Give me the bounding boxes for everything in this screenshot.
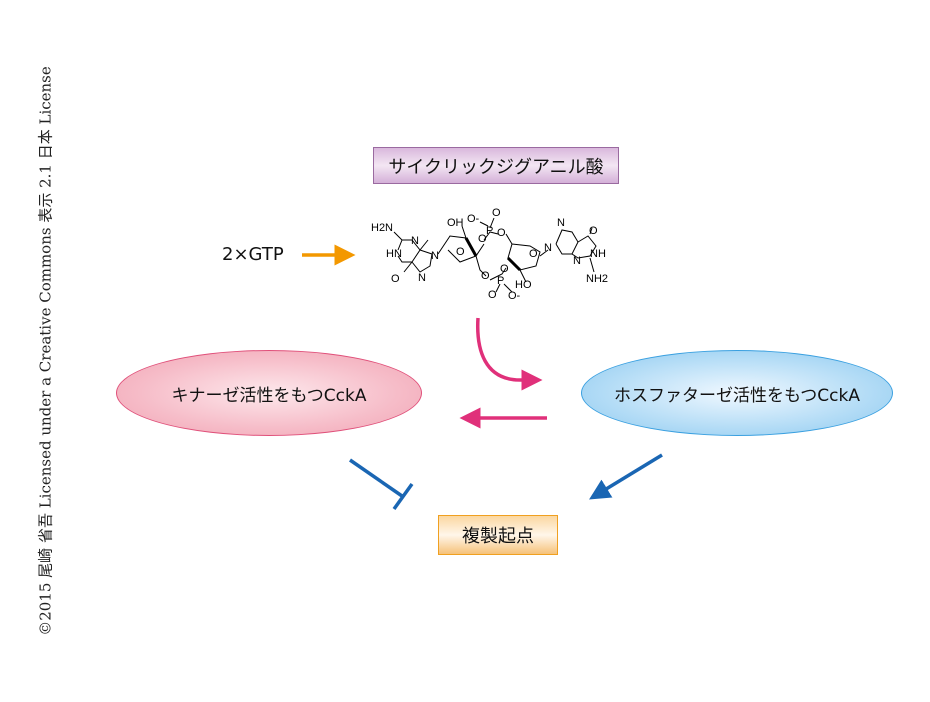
svg-text:HN: HN <box>386 248 402 260</box>
svg-text:P: P <box>486 225 493 237</box>
molecule-title-box: サイクリックジグアニル酸 <box>373 147 619 184</box>
svg-text:O: O <box>488 289 497 301</box>
kinase-cckA-node: キナーゼ活性をもつCckA <box>116 350 422 436</box>
svg-text:O-: O- <box>467 213 480 225</box>
svg-text:O: O <box>500 263 509 275</box>
svg-text:N: N <box>418 272 426 284</box>
phosphatase-cckA-node: ホスファターゼ活性をもつCckA <box>581 350 893 436</box>
svg-text:O: O <box>589 225 598 237</box>
cyclic-di-gmp-structure <box>393 217 597 293</box>
inhibition-arrow <box>349 458 414 511</box>
svg-text:N: N <box>431 250 439 262</box>
svg-text:O: O <box>456 246 465 258</box>
svg-text:O: O <box>529 248 538 260</box>
phosphatase-label: ホスファターゼ活性をもつCckA <box>613 385 860 406</box>
svg-text:O-: O- <box>508 290 521 302</box>
svg-text:N: N <box>544 242 552 254</box>
svg-text:O: O <box>497 227 506 239</box>
svg-text:P: P <box>497 275 504 287</box>
replication-origin-box: 複製起点 <box>438 515 558 555</box>
svg-text:OH: OH <box>447 217 464 229</box>
atom-labels: H2N N HN N O N OH O O- P O O O O P O O O… <box>371 207 608 302</box>
svg-text:N: N <box>411 235 419 247</box>
svg-text:HO: HO <box>515 279 532 291</box>
kinase-label: キナーゼ活性をもつCckA <box>171 385 367 406</box>
svg-text:O: O <box>492 207 501 219</box>
svg-text:O: O <box>391 273 400 285</box>
gtp-label: 2×GTP <box>222 244 284 265</box>
svg-text:O: O <box>481 270 490 282</box>
svg-text:H2N: H2N <box>371 222 393 234</box>
svg-text:N: N <box>573 255 581 267</box>
svg-text:N: N <box>557 217 565 229</box>
activation-arrow <box>589 453 663 500</box>
svg-text:NH: NH <box>590 248 606 260</box>
forward-conversion-arrow <box>475 317 543 391</box>
svg-text:O: O <box>478 233 487 245</box>
svg-text:NH2: NH2 <box>586 273 608 285</box>
